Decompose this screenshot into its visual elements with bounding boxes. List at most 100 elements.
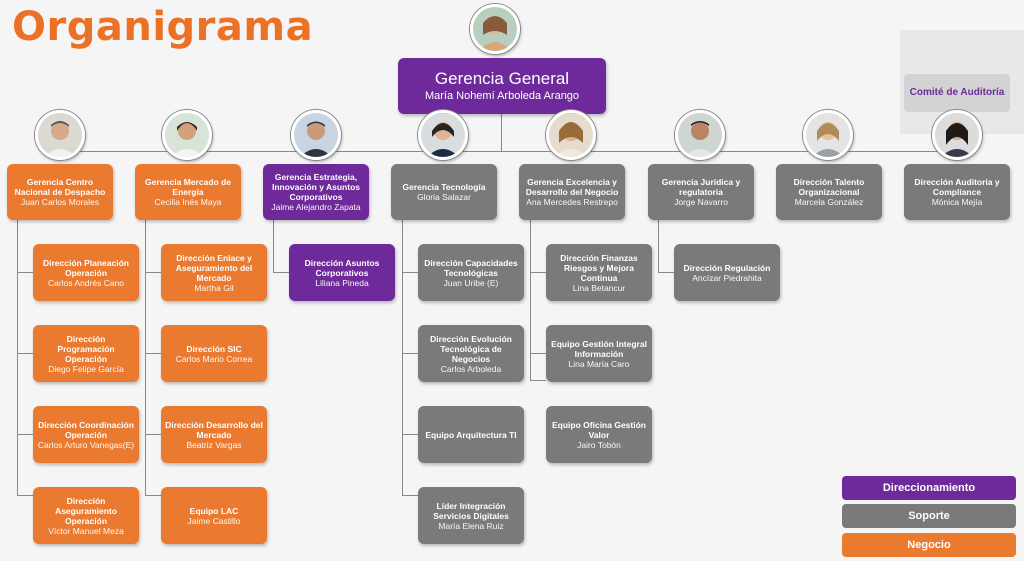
legend-negocio: Negocio — [842, 533, 1016, 557]
box-title: Equipo LAC — [189, 505, 239, 516]
box-title: Equipo Arquitectura TI — [425, 429, 517, 440]
connector-stub — [402, 353, 418, 354]
box-name: Jaime Castillo — [187, 515, 241, 526]
sub-box[interactable]: Equipo Oficina Gestión Valor Jairo Tobón — [546, 406, 652, 463]
gerencia-cnd-box[interactable]: Gerencia Centro Nacional de Despacho Jua… — [7, 164, 113, 220]
sub-box[interactable]: Equipo Gestión Integral Información Lina… — [546, 325, 652, 382]
box-name: Marcela González — [794, 197, 864, 207]
box-title: Dirección Evolución Tecnológica de Negoc… — [430, 333, 512, 364]
box-title: Gerencia Tecnología — [402, 182, 486, 192]
gerencia-general-box[interactable]: Gerencia General María Nohemí Arboleda A… — [398, 58, 606, 114]
box-title: Dirección Auditoría y Compliance — [914, 177, 1000, 197]
connector-stub — [17, 434, 33, 435]
box-title: Gerencia Jurídica y regulatoria — [661, 177, 741, 197]
gerencia-excelencia-box[interactable]: Gerencia Excelencia y Desarrollo del Neg… — [519, 164, 625, 220]
box-title: Gerencia Centro Nacional de Despacho — [14, 177, 106, 197]
page-title: Organigrama — [12, 4, 314, 50]
direccion-auditoria-box[interactable]: Dirección Auditoría y Compliance Mónica … — [904, 164, 1010, 220]
box-title: Dirección Enlace y Aseguramiento del Mer… — [175, 252, 253, 283]
sub-box[interactable]: Dirección Finanzas Riesgos y Mejora Cont… — [546, 244, 652, 301]
sub-box[interactable]: Equipo Arquitectura TI — [418, 406, 524, 463]
box-title: Dirección Aseguramiento Operación — [55, 495, 117, 526]
box-name: Beatriz Vargas — [186, 439, 242, 450]
sub-box[interactable]: Dirección Desarrollo del Mercado Beatriz… — [161, 406, 267, 463]
box-title: Dirección Capacidades Tecnológicas — [424, 257, 518, 278]
direccion-talento-box[interactable]: Dirección Talento Organizacional Marcela… — [776, 164, 882, 220]
gerencia-tecnologia-box[interactable]: Gerencia Tecnología Gloria Salazar — [391, 164, 497, 220]
sub-box[interactable]: Dirección SIC Carlos Mario Correa — [161, 325, 267, 382]
sub-box[interactable]: Dirección Evolución Tecnológica de Negoc… — [418, 325, 524, 382]
gerencia-estrategia-box[interactable]: Gerencia Estrategia, Innovación y Asunto… — [263, 164, 369, 220]
avatar-gerencia-juridica — [675, 110, 725, 160]
comite-auditoria-box[interactable]: Comité de Auditoría — [904, 74, 1010, 112]
sub-box[interactable]: Dirección Coordinación Operación Carlos … — [33, 406, 139, 463]
gerencia-juridica-box[interactable]: Gerencia Jurídica y regulatoria Jorge Na… — [648, 164, 754, 220]
box-title: Dirección Desarrollo del Mercado — [165, 419, 263, 440]
avatar-gerencia-estrategia — [291, 110, 341, 160]
connector-general-down — [501, 114, 502, 151]
box-name: Jairo Tobón — [577, 439, 621, 450]
connector-stub — [402, 272, 418, 273]
connector-stub — [273, 272, 289, 273]
sub-box[interactable]: Dirección Programación Operación Diego F… — [33, 325, 139, 382]
legend-soporte: Soporte — [842, 504, 1016, 528]
connector-main-horizontal — [60, 151, 956, 152]
avatar-gerencia-cnd — [35, 110, 85, 160]
connector-c0-vertical — [17, 220, 18, 495]
box-name: Mónica Mejía — [931, 197, 983, 207]
connector-stub — [530, 353, 546, 354]
connector-stub — [402, 434, 418, 435]
box-title: Dirección Coordinación Operación — [38, 419, 134, 440]
connector-stub — [17, 495, 33, 496]
connector-stub — [530, 380, 546, 381]
box-title: Dirección Finanzas Riesgos y Mejora Cont… — [560, 252, 638, 283]
box-name: Liliana Pineda — [315, 277, 369, 288]
connector-c1-vertical — [145, 220, 146, 495]
box-name: Víctor Manuel Meza — [48, 525, 124, 536]
connector-stub — [145, 434, 161, 435]
connector-stub — [145, 495, 161, 496]
gerencia-mercado-box[interactable]: Gerencia Mercado de Energía Cecilia Inés… — [135, 164, 241, 220]
box-name: María Elena Ruiz — [438, 520, 504, 531]
box-name: Cecilia Inés Maya — [154, 197, 222, 207]
sub-box[interactable]: Dirección Regulación Ancízar Piedrahita — [674, 244, 780, 301]
connector-stub — [658, 272, 674, 273]
connector-c3-vertical — [402, 220, 403, 495]
box-title: Gerencia Excelencia y Desarrollo del Neg… — [525, 177, 619, 197]
avatar-direccion-auditoria — [932, 110, 982, 160]
box-title: Dirección Regulación — [683, 262, 771, 273]
box-name: Martha Gil — [194, 282, 234, 293]
box-name: Diego Felipe García — [48, 363, 124, 374]
box-title: Gerencia Estrategia, Innovación y Asunto… — [271, 172, 360, 202]
gerencia-general-name: María Nohemí Arboleda Arango — [424, 90, 580, 102]
box-title: Dirección SIC — [186, 343, 242, 354]
sub-box[interactable]: Dirección Aseguramiento Operación Víctor… — [33, 487, 139, 544]
box-name: Carlos Mario Correa — [175, 353, 253, 364]
box-title: Líder Integración Servicios Digitales — [433, 500, 509, 521]
box-name: Juan Uribe (E) — [443, 277, 499, 288]
box-name: Gloria Salazar — [417, 192, 471, 202]
box-name: Juan Carlos Morales — [21, 197, 99, 207]
box-name: Lina María Caro — [568, 358, 630, 369]
box-name: Ancízar Piedrahita — [692, 272, 762, 283]
box-title: Dirección Talento Organizacional — [793, 177, 865, 197]
connector-stub — [17, 353, 33, 354]
box-name: Carlos Andrés Cano — [47, 277, 125, 288]
sub-box[interactable]: Dirección Asuntos Corporativos Liliana P… — [289, 244, 395, 301]
sub-box[interactable]: Equipo LAC Jaime Castillo — [161, 487, 267, 544]
box-name: Ana Mercedes Restrepo — [526, 197, 618, 207]
sub-box[interactable]: Dirección Enlace y Aseguramiento del Mer… — [161, 244, 267, 301]
box-title: Equipo Gestión Integral Información — [551, 338, 647, 359]
box-title: Dirección Programación Operación — [57, 333, 115, 364]
box-name: Jaime Alejandro Zapata — [271, 202, 361, 212]
sub-box[interactable]: Dirección Capacidades Tecnológicas Juan … — [418, 244, 524, 301]
box-name: Carlos Arturo Vanegas(E) — [37, 439, 135, 450]
box-title: Dirección Asuntos Corporativos — [304, 257, 380, 278]
connector-stub — [145, 353, 161, 354]
sub-box[interactable]: Dirección Planeación Operación Carlos An… — [33, 244, 139, 301]
box-name: Lina Betancur — [572, 282, 626, 293]
avatar-gerencia-tecnologia — [418, 110, 468, 160]
connector-c4-vertical — [530, 220, 531, 380]
sub-box[interactable]: Líder Integración Servicios Digitales Ma… — [418, 487, 524, 544]
gerencia-general-title: Gerencia General — [434, 69, 570, 88]
